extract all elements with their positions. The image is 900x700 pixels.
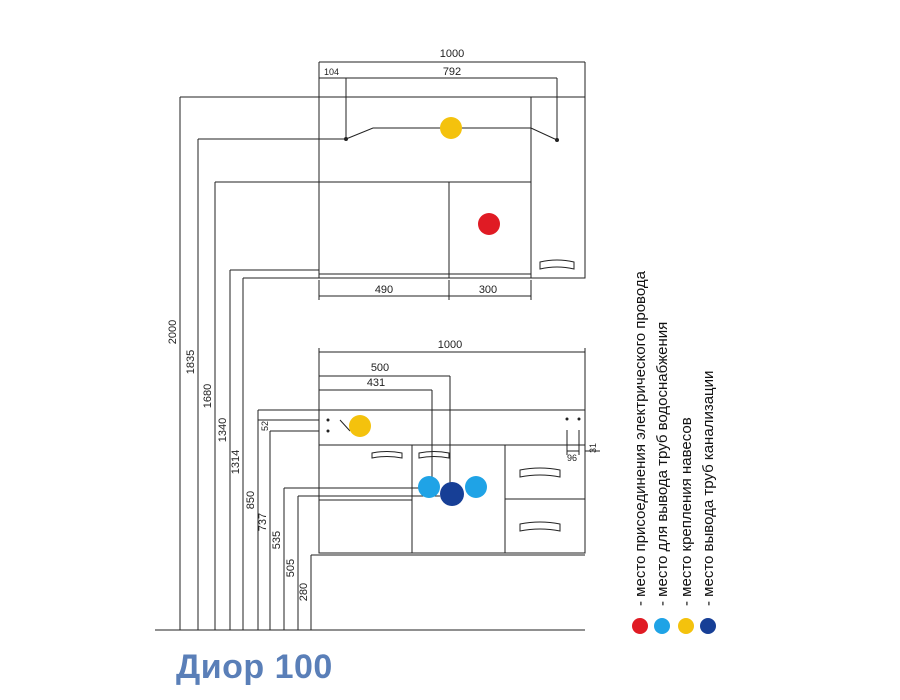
height-label: 737 <box>257 513 269 531</box>
dim-upper-offset: 104 <box>324 67 339 77</box>
legend-dot-red <box>632 618 648 634</box>
legend-dot-blue <box>700 618 716 634</box>
legend-dot-yellow <box>678 618 694 634</box>
yellow-mount-point <box>440 117 462 139</box>
height-label: 1835 <box>185 350 197 374</box>
dim-lower-431: 431 <box>367 377 385 389</box>
legend-label-blue: - место вывода труб канализации <box>700 371 717 606</box>
height-label: 850 <box>245 491 257 509</box>
lower-right-bottom-drawer <box>504 498 586 554</box>
hinge-points <box>326 137 581 433</box>
dim-upper-section-right: 300 <box>479 284 497 296</box>
dim-lower-500: 500 <box>371 362 389 374</box>
dim-lower-31: 31 <box>588 443 598 453</box>
dim-lower-96: 96 <box>567 453 577 463</box>
lower-left-door <box>318 444 413 554</box>
blue-sewer-point <box>440 482 464 506</box>
cyan-water-point-left <box>418 476 440 498</box>
legend-label-cyan: - место для вывода труб водоснабжения <box>654 322 671 606</box>
height-label: 1340 <box>217 418 229 442</box>
red-electrical-point <box>478 213 500 235</box>
height-label: 535 <box>271 531 283 549</box>
height-label: 280 <box>298 583 310 601</box>
dim-lower-52: 52 <box>260 421 270 431</box>
legend-label-red: - место присоединения электрического про… <box>632 270 649 606</box>
height-label: 1680 <box>202 384 214 408</box>
legend: - место присоединения электрического про… <box>632 270 717 634</box>
dim-upper-rail: 792 <box>443 66 461 78</box>
legend-dot-cyan <box>654 618 670 634</box>
upper-handle <box>539 259 575 270</box>
legend-label-yellow: - место крепления навесов <box>678 417 695 606</box>
dim-lower-width: 1000 <box>438 339 462 351</box>
product-title: Диор 100 <box>176 648 333 686</box>
height-label: 2000 <box>167 320 179 344</box>
height-label: 505 <box>285 559 297 577</box>
dim-upper-width: 1000 <box>440 48 464 60</box>
cyan-water-point-right <box>465 476 487 498</box>
yellow-mount-point-lower <box>349 415 371 437</box>
height-label: 1314 <box>230 450 242 474</box>
upper-cabinet <box>318 96 586 279</box>
dim-upper-section-left: 490 <box>375 284 393 296</box>
